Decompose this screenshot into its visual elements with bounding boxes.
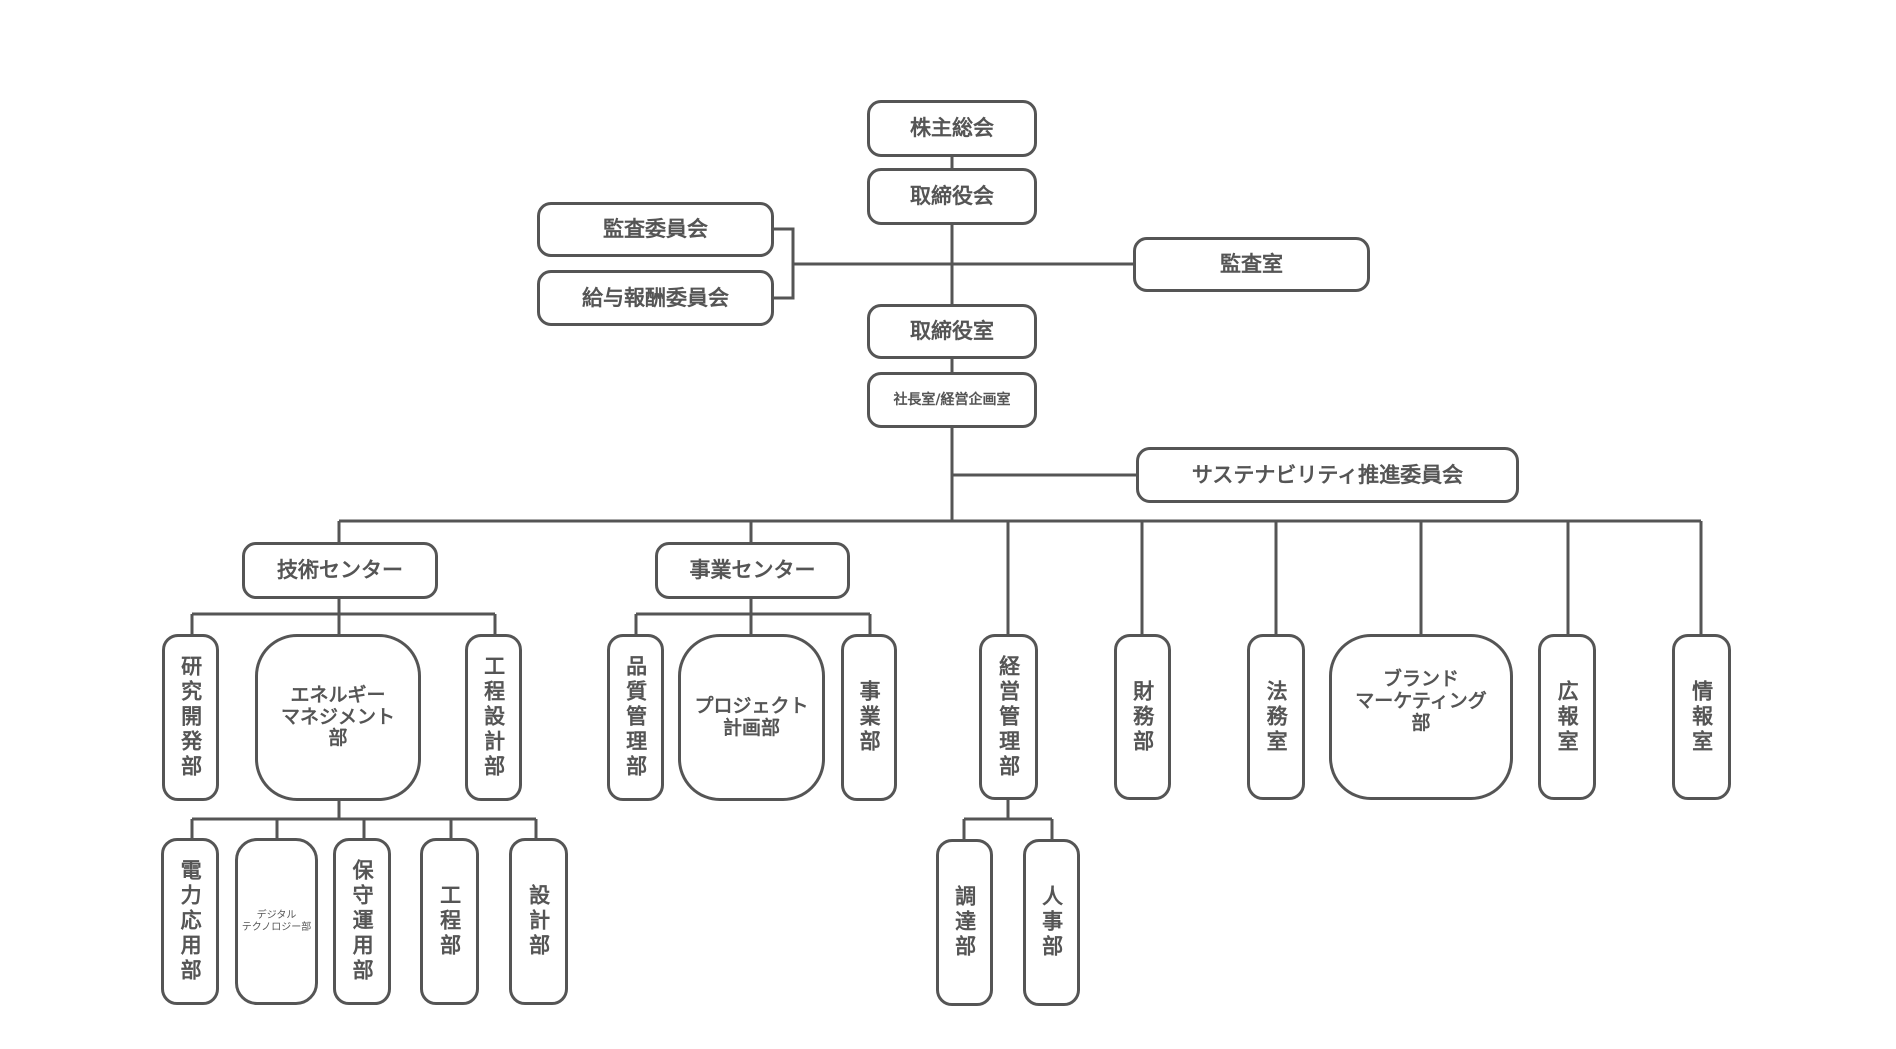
node-business-center: 事業センター xyxy=(655,542,850,599)
node-label: 監査委員会 xyxy=(603,217,708,242)
node-pr: 広報室 xyxy=(1538,634,1596,800)
node-label: 取締役室 xyxy=(910,319,994,344)
node-label: 技術センター xyxy=(277,558,403,583)
node-label: サステナビリティ推進委員会 xyxy=(1191,462,1464,487)
node-label: 株主総会 xyxy=(910,116,994,141)
node-business-dept: 事業部 xyxy=(841,634,897,801)
node-maintenance: 保守運用部 xyxy=(333,838,391,1005)
label-line: デジタル xyxy=(256,910,297,921)
node-compensation-committee: 給与報酬委員会 xyxy=(537,270,774,326)
node-label: 社長室/経営企画室 xyxy=(893,391,1011,408)
node-label: 給与報酬委員会 xyxy=(582,285,729,310)
node-label: 取締役会 xyxy=(910,184,994,209)
node-label: 監査室 xyxy=(1220,252,1283,277)
node-project-planning: プロジェクト計画部 xyxy=(678,634,825,801)
node-digital-technology: デジタルテクノロジー部 xyxy=(235,838,318,1005)
node-label: 保守運用部 xyxy=(350,859,375,984)
label-line: エネルギー xyxy=(290,683,386,706)
node-management: 経営管理部 xyxy=(979,634,1038,800)
committee-bracket xyxy=(774,227,795,300)
node-rnd: 研究開発部 xyxy=(162,634,219,801)
node-label: ブランドマーケティング部 xyxy=(1355,668,1487,735)
node-process-design: 工程設計部 xyxy=(465,634,522,801)
label-line: プロジェクト xyxy=(694,694,809,717)
node-board-office: 取締役室 xyxy=(867,304,1037,359)
node-label: 調達部 xyxy=(952,885,977,960)
label-line: 部 xyxy=(328,727,348,750)
label-line: マネジメント xyxy=(280,705,395,728)
node-sustainability-committee: サステナビリティ推進委員会 xyxy=(1136,447,1519,503)
node-energy-management: エネルギーマネジメント部 xyxy=(255,634,421,801)
label-line: 部 xyxy=(1411,711,1431,734)
node-label: 工程設計部 xyxy=(481,655,506,780)
node-audit-committee: 監査委員会 xyxy=(537,202,774,257)
node-shareholders: 株主総会 xyxy=(867,100,1037,157)
node-label: 財務部 xyxy=(1130,679,1155,755)
node-power-application: 電力応用部 xyxy=(161,838,219,1005)
node-label: プロジェクト計画部 xyxy=(694,694,809,740)
node-hr: 人事部 xyxy=(1023,839,1080,1006)
label-line: 計画部 xyxy=(722,716,780,739)
node-president-office: 社長室/経営企画室 xyxy=(867,372,1037,428)
node-label: 情報室 xyxy=(1689,679,1714,755)
node-board: 取締役会 xyxy=(867,168,1037,225)
node-label: 広報室 xyxy=(1555,679,1580,755)
node-legal: 法務室 xyxy=(1247,634,1305,800)
node-brand-marketing: ブランドマーケティング部 xyxy=(1329,634,1513,800)
node-label: 経営管理部 xyxy=(996,654,1021,780)
node-label: 法務室 xyxy=(1264,679,1289,755)
node-label: 設計部 xyxy=(526,884,551,959)
node-label: デジタルテクノロジー部 xyxy=(242,910,311,933)
node-tech-center: 技術センター xyxy=(242,542,438,599)
node-quality: 品質管理部 xyxy=(607,634,664,801)
node-label: 事業部 xyxy=(857,680,882,755)
label-line: ブランド xyxy=(1382,668,1459,691)
node-label: 人事部 xyxy=(1039,885,1064,960)
node-label: エネルギーマネジメント部 xyxy=(280,683,395,751)
node-audit-office: 監査室 xyxy=(1133,237,1370,292)
node-label: 品質管理部 xyxy=(623,655,648,780)
node-info: 情報室 xyxy=(1672,634,1731,800)
label-line: マーケティング xyxy=(1355,690,1487,713)
node-procurement: 調達部 xyxy=(936,839,993,1006)
label-line: テクノロジー部 xyxy=(241,921,312,933)
node-label: 工程部 xyxy=(437,884,462,959)
node-process: 工程部 xyxy=(420,838,479,1005)
node-label: 事業センター xyxy=(689,558,816,583)
node-label: 電力応用部 xyxy=(178,859,203,984)
node-finance: 財務部 xyxy=(1114,634,1171,800)
node-label: 研究開発部 xyxy=(178,655,203,780)
node-design: 設計部 xyxy=(509,838,568,1005)
